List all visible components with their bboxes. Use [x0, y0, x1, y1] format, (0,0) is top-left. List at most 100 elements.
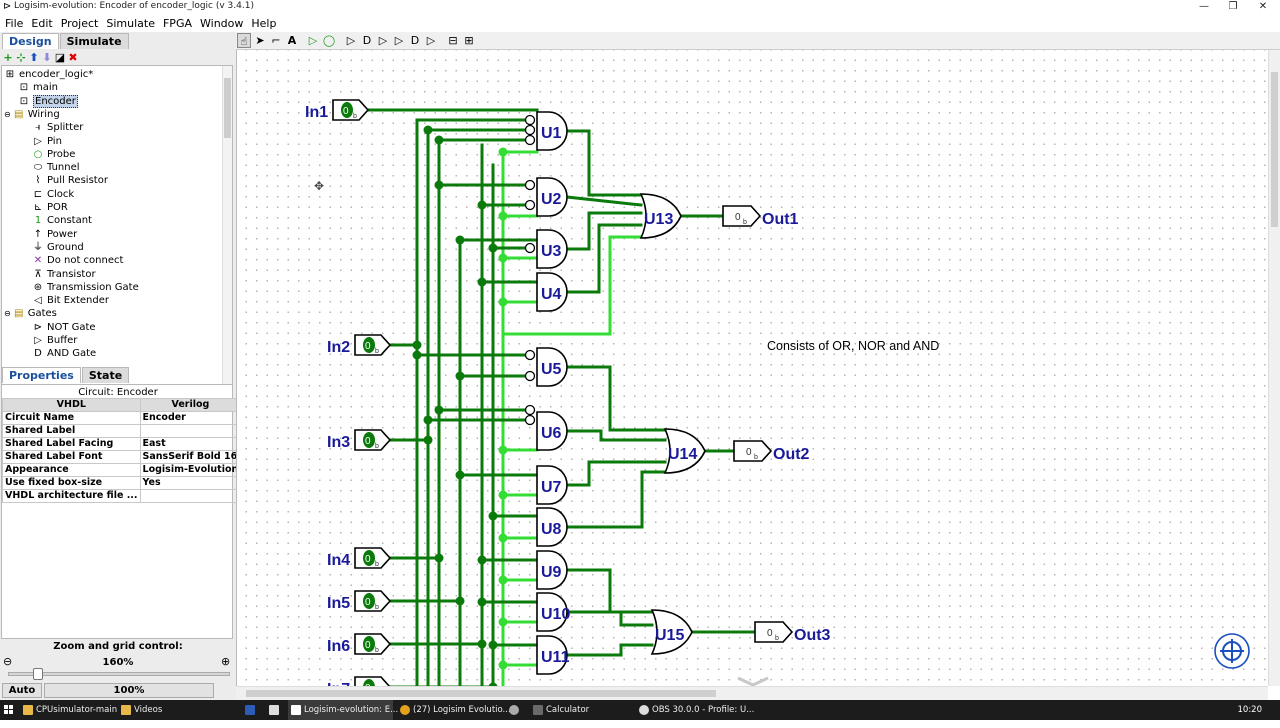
tree-item[interactable]: ⊳NOT Gate — [32, 321, 96, 334]
menu-help[interactable]: Help — [251, 17, 277, 30]
poke-tool-icon[interactable]: ☝ — [237, 33, 251, 48]
maximize-button[interactable]: ❐ — [1228, 1, 1238, 12]
property-value[interactable]: East — [139, 437, 242, 451]
menu-fpga[interactable]: FPGA — [162, 17, 192, 30]
property-row[interactable]: VHDL architecture file ... — [2, 489, 242, 503]
appearance-tool-icon[interactable]: ⊞ — [464, 34, 474, 47]
vertical-scroll-thumb[interactable] — [1271, 72, 1278, 227]
property-value[interactable] — [139, 424, 242, 438]
or-gate-body[interactable] — [663, 428, 706, 474]
taskbar-item[interactable]: Videos — [118, 700, 238, 720]
header-vhdl[interactable]: VHDL — [2, 398, 141, 412]
tree-item[interactable]: ✕Do not connect — [32, 254, 124, 267]
tree-item[interactable]: ⊏Clock — [32, 188, 74, 201]
property-value[interactable]: SansSerif Bold 16 — [139, 450, 242, 464]
tree-scrollbar[interactable] — [222, 66, 232, 394]
wire[interactable] — [565, 129, 643, 197]
minimize-button[interactable]: — — [1199, 1, 1209, 12]
horizontal-scroll-thumb[interactable] — [246, 690, 716, 697]
add-circuit-tool-icon[interactable]: ⊟ — [448, 34, 458, 47]
and-gate[interactable]: U5 — [524, 347, 568, 387]
menu-simulate[interactable]: Simulate — [106, 17, 155, 30]
and-gate-body[interactable] — [536, 229, 568, 269]
wire[interactable] — [565, 610, 654, 627]
taskbar-item[interactable] — [266, 700, 286, 720]
output-pin-body[interactable] — [733, 440, 773, 462]
tree-item[interactable]: ○Probe — [32, 148, 76, 161]
select-tool-icon[interactable]: ➤ — [255, 34, 265, 47]
and-gate-body[interactable] — [536, 111, 568, 151]
property-value[interactable]: Encoder — [139, 411, 242, 425]
taskbar-item[interactable] — [242, 700, 264, 720]
and-gate-body[interactable] — [536, 347, 568, 387]
canvas-horizontal-scrollbar[interactable] — [236, 686, 1268, 700]
move-down-icon[interactable]: ⬇ — [42, 51, 52, 64]
and-gate[interactable]: U3 — [524, 229, 568, 269]
tree-item[interactable]: ⊡main — [18, 81, 58, 94]
taskbar-item[interactable]: (27) Logisim Evolutio... — [397, 700, 511, 720]
wire[interactable] — [565, 460, 667, 487]
wire[interactable] — [565, 223, 643, 294]
wire[interactable] — [565, 643, 654, 657]
canvas-vertical-scrollbar[interactable] — [1268, 50, 1280, 686]
and-gate-body[interactable] — [536, 592, 568, 632]
or-gate[interactable]: U13 — [639, 193, 682, 239]
close-button[interactable]: ✕ — [1258, 1, 1268, 12]
pins[interactable]: 0bIn10bIn20bIn30bIn40bIn50bIn60bIn70bOut… — [305, 99, 831, 686]
property-value[interactable]: Logisim-Evolution — [139, 463, 242, 477]
wire[interactable] — [565, 470, 667, 529]
tree-item[interactable]: ▷Buffer — [32, 334, 77, 347]
zoom-slider-thumb[interactable] — [33, 668, 43, 680]
and-gate[interactable]: U9 — [536, 550, 568, 590]
tab-state[interactable]: State — [81, 367, 130, 383]
zoom-in-icon[interactable]: ⊕ — [221, 655, 231, 668]
and-gate-body[interactable] — [536, 465, 568, 505]
tree-item[interactable]: ⫣Splitter — [32, 121, 83, 134]
and-gate-body[interactable] — [536, 507, 568, 547]
text-tool-icon[interactable]: A — [287, 34, 297, 47]
and-gate[interactable]: U1 — [524, 111, 568, 151]
zoom-out-icon[interactable]: ⊖ — [3, 655, 13, 668]
wire[interactable] — [565, 365, 667, 432]
input-pin-icon[interactable]: ▷ — [308, 34, 318, 47]
tree-item[interactable]: ⬭Tunnel — [32, 161, 80, 174]
add-vhdl-icon[interactable]: ⊹ — [16, 51, 26, 64]
not-gate-tool-icon[interactable]: ▷ — [346, 34, 356, 47]
header-verilog[interactable]: Verilog — [139, 398, 242, 412]
tree-item[interactable]: ⊡Encoder — [18, 94, 78, 108]
tree-item[interactable]: ⊾POR — [32, 201, 68, 214]
and-gate[interactable]: U6 — [524, 404, 568, 451]
and-gate-body[interactable] — [536, 272, 568, 312]
and-gate-tool-icon[interactable]: D — [362, 34, 372, 47]
menu-edit[interactable]: Edit — [31, 17, 53, 30]
collapse-toggle-icon[interactable]: ⊖ — [4, 109, 11, 119]
and-gate[interactable]: U8 — [536, 507, 568, 547]
taskbar-item[interactable]: CPUsimulator-main — [20, 700, 117, 720]
property-value[interactable] — [139, 489, 242, 503]
tab-design[interactable]: Design — [2, 33, 59, 49]
or-gate-body[interactable] — [639, 193, 682, 239]
and-gate-body[interactable] — [536, 635, 568, 675]
menu-file[interactable]: File — [5, 17, 24, 30]
tree-item[interactable]: ⊼Transistor — [32, 268, 95, 281]
taskbar-item[interactable]: Logisim-evolution: E... — [288, 700, 398, 720]
navigation-icon[interactable] — [1214, 633, 1250, 669]
tree-item[interactable]: ⊞encoder_logic* — [4, 68, 93, 81]
tree-item[interactable]: ↑Power — [32, 228, 77, 241]
wire[interactable] — [565, 211, 643, 251]
and-gate[interactable]: U4 — [536, 272, 568, 312]
taskbar-item[interactable]: OBS 30.0.0 - Profile: U... — [636, 700, 754, 720]
tree-item[interactable]: ⏚Ground — [32, 241, 84, 254]
start-button[interactable] — [0, 700, 18, 720]
